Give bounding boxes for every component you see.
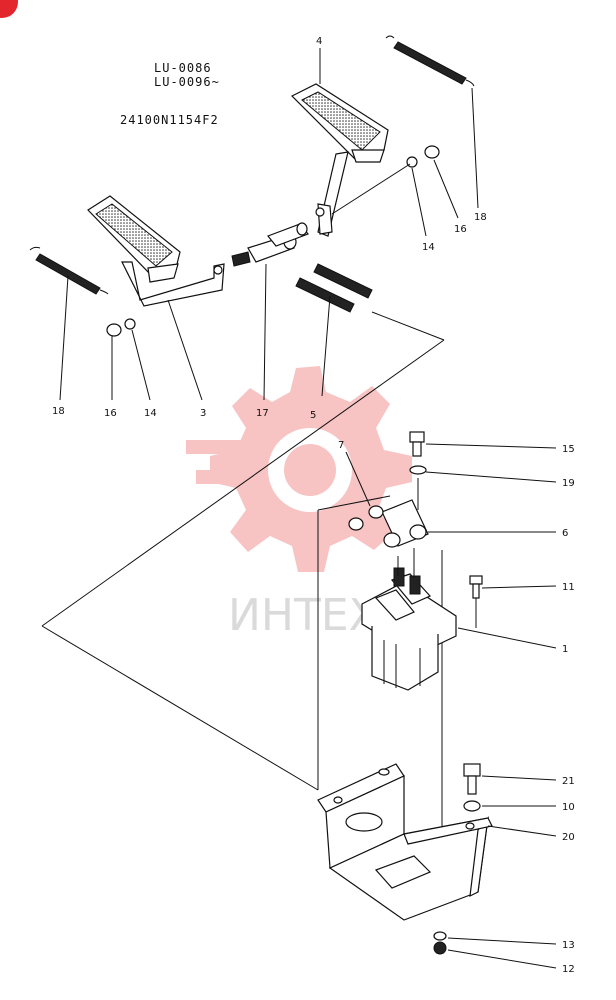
label-part-3: 3 [200,408,206,419]
rods-5 [295,263,373,313]
label-part-19: 19 [562,478,575,489]
label-part-7: 7 [338,440,344,451]
label-part-17: 17 [256,408,269,419]
label-part-15: 15 [562,444,575,455]
pedal-right [290,83,389,237]
pedal-left [87,195,225,307]
label-part-21: 21 [562,776,575,787]
label-part-12: 12 [562,964,575,975]
nut-16-left [106,323,122,337]
label-part-5: 5 [310,410,316,421]
label-part-14-right: 14 [422,242,435,253]
washer-19 [409,465,427,475]
spring-left [29,246,109,295]
label-part-14-left: 14 [144,408,157,419]
bolt-21 [463,763,481,795]
clevis-6 [381,499,429,548]
label-part-16-right: 16 [454,224,467,235]
nut-7b [348,517,364,531]
bolt-11 [469,575,483,599]
washer-14-left [124,318,136,330]
model-line-1: LU-0086 [154,61,212,75]
label-part-18-left: 18 [52,406,65,417]
spring-right [385,35,475,87]
pilot-valve-1 [361,567,457,691]
washer-10 [463,800,481,812]
label-part-1: 1 [562,644,568,655]
drawing-code: 24100N1154F2 [120,113,219,127]
label-part-16-left: 16 [104,408,117,419]
nut-16-right [424,145,440,159]
label-part-6: 6 [562,528,568,539]
label-part-4: 4 [316,36,322,47]
nut-12 [433,941,447,955]
label-part-10: 10 [562,802,575,813]
washer-13 [433,931,447,941]
joint-17 [231,222,309,267]
label-part-11: 11 [562,582,575,593]
label-part-20: 20 [562,832,575,843]
label-part-13: 13 [562,940,575,951]
corner-badge [0,0,18,18]
model-line-2: LU-0096~ [154,75,220,89]
watermark-text: ИНТЕХ [228,590,379,641]
label-part-18-right: 18 [474,212,487,223]
bolt-15 [409,431,425,457]
nut-7a [368,505,384,519]
watermark-gear-icon [186,366,412,572]
bracket-20 [317,763,493,921]
